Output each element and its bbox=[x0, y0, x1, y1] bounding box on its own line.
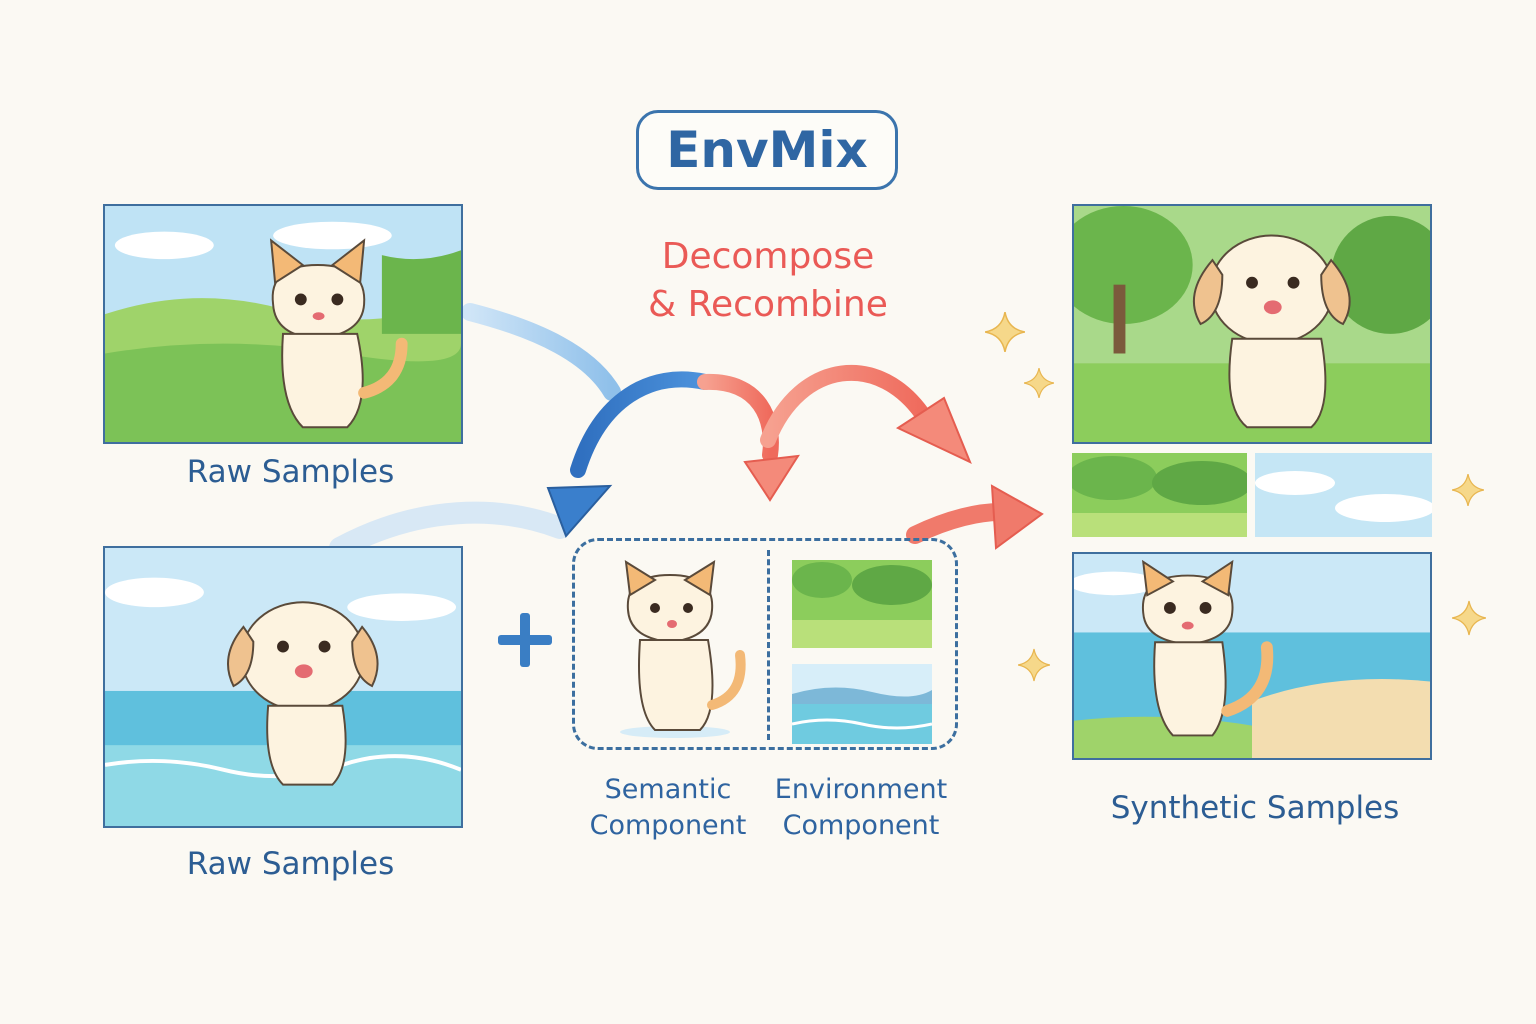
red-arrow-head-down bbox=[743, 454, 800, 502]
cat-illustration bbox=[1141, 559, 1274, 737]
sparkle-icon bbox=[1452, 600, 1486, 636]
light-flow-arrow-bottom bbox=[329, 501, 571, 559]
sparkle-icon bbox=[1452, 474, 1484, 506]
components-divider bbox=[767, 550, 770, 740]
synthetic-sample-cat-beach bbox=[1072, 552, 1432, 760]
semantic-label-line1: Semantic bbox=[604, 774, 732, 805]
dog-illustration bbox=[1192, 234, 1351, 429]
light-flow-arrow-top bbox=[461, 303, 621, 401]
subtitle-decompose: Decompose bbox=[661, 236, 875, 277]
red-arc-right bbox=[760, 364, 933, 448]
raw-sample-cat-grass bbox=[103, 204, 463, 444]
sparkle-icon bbox=[985, 312, 1025, 352]
environment-component-grass bbox=[792, 560, 932, 648]
raw-samples-label-top: Raw Samples bbox=[186, 454, 395, 490]
envmix-title-box: EnvMix bbox=[636, 110, 898, 190]
synthetic-sample-dog-forest bbox=[1072, 204, 1432, 444]
red-arrow-head-synthetic bbox=[990, 484, 1044, 550]
raw-sample-dog-sea bbox=[103, 546, 463, 828]
semantic-component-label: Semantic Component bbox=[580, 772, 756, 844]
plus-icon bbox=[498, 613, 552, 667]
synthetic-env-strip-sky bbox=[1255, 453, 1432, 537]
red-arc-left bbox=[697, 373, 779, 463]
environment-label-line2: Component bbox=[782, 810, 940, 841]
blue-arrow-head bbox=[546, 484, 613, 538]
environment-label-line1: Environment bbox=[774, 774, 948, 805]
components-dashed-box bbox=[572, 538, 958, 750]
environment-component-sea bbox=[791, 664, 933, 744]
sparkle-icon bbox=[1018, 648, 1050, 682]
semantic-label-line2: Component bbox=[589, 810, 747, 841]
raw-samples-label-bottom: Raw Samples bbox=[186, 846, 395, 882]
dog-illustration bbox=[227, 601, 379, 786]
environment-component-label: Environment Component bbox=[766, 772, 956, 844]
red-arrow-head-right bbox=[895, 396, 972, 464]
envmix-title: EnvMix bbox=[666, 121, 868, 179]
sparkle-icon bbox=[1024, 368, 1054, 398]
blue-decompose-arrow bbox=[570, 371, 713, 478]
synthetic-samples-label: Synthetic Samples bbox=[1110, 790, 1400, 826]
red-arrow-to-synthetic bbox=[906, 503, 1009, 544]
semantic-component-cat bbox=[600, 560, 750, 740]
cat-illustration bbox=[269, 238, 408, 429]
subtitle-recombine: & Recombine bbox=[648, 284, 888, 325]
synthetic-env-strip-grass bbox=[1072, 453, 1247, 537]
